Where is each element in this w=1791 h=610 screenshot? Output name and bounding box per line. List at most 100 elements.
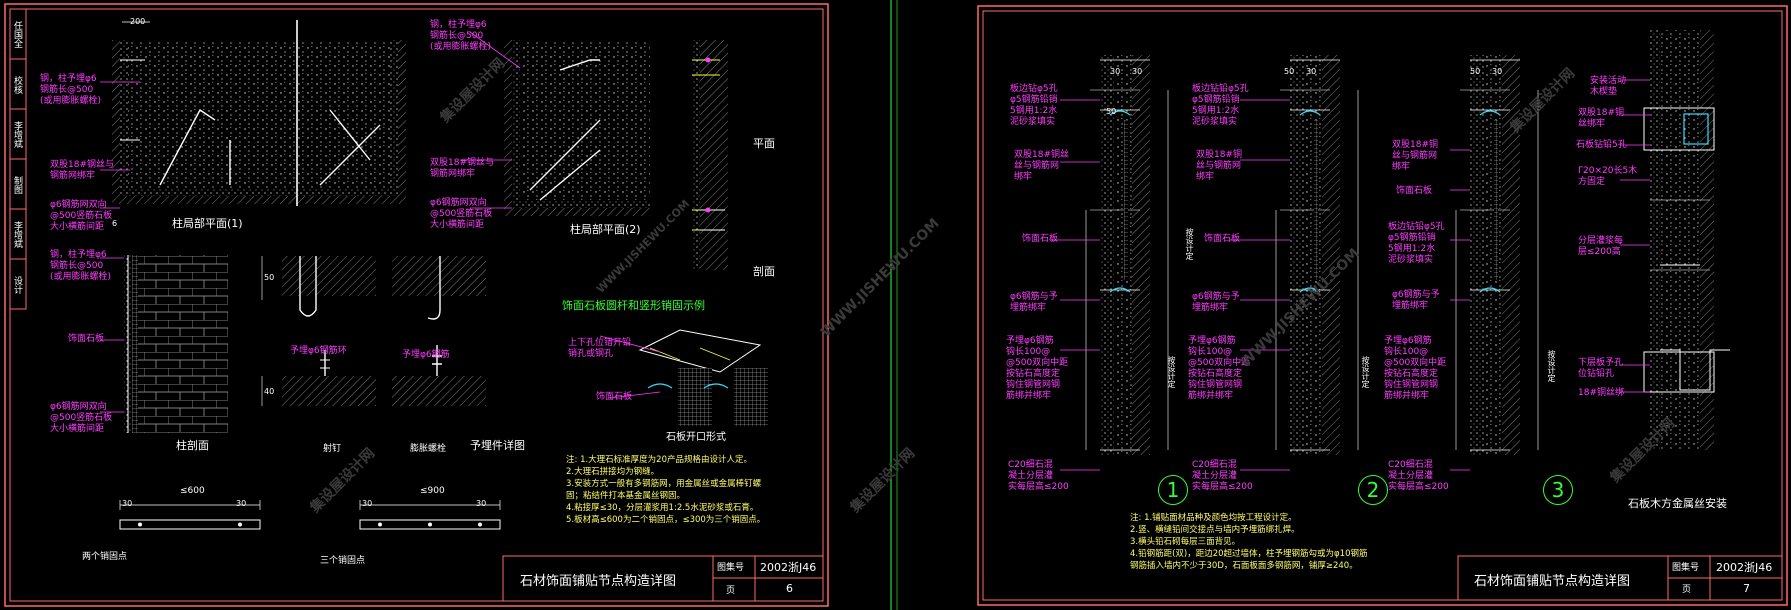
label-r7: 板边钻铅φ5孔 φ5钢筋铅销 5钢用1:2水 泥砂浆填实 bbox=[1192, 84, 1249, 127]
view-title-plan2: 柱局部平面(2) bbox=[570, 223, 641, 236]
page-label-right: 页 bbox=[1682, 585, 1692, 595]
label-r22: Γ20×20长5木 方固定 bbox=[1578, 166, 1638, 187]
dim-s7: 50 bbox=[1106, 107, 1117, 116]
label-j: 上下孔位错开铅 销孔或钢孔 bbox=[568, 338, 632, 359]
view-title-cut-form: 石板开口形式 bbox=[666, 432, 726, 443]
view-title-plan1: 柱局部平面(1) bbox=[172, 217, 243, 230]
view-title-three-pts: 三个销固点 bbox=[320, 556, 366, 566]
label-h: 饰面石板 bbox=[68, 334, 105, 344]
view-title-install: 石板木方金属丝安装 bbox=[1628, 497, 1727, 510]
dim-s4: 30 bbox=[1306, 67, 1317, 76]
embed-details bbox=[261, 256, 486, 406]
label-r17: 予埋φ6钢筋 钩长100@ @500双向中距 按钻石高度定 钩住钢管网钢 筋绑并… bbox=[1384, 336, 1447, 401]
label-r5: 予埋φ6钢筋 钩长100@ @500双向中距 按钻石高度定 钩住钢管网钢 筋绑并… bbox=[1006, 336, 1069, 401]
atlas-left: 2002浙J46 bbox=[760, 561, 817, 574]
view-title-section: 剖面 bbox=[753, 265, 775, 278]
side-tab-4: 李增斌 bbox=[12, 121, 22, 148]
label-r24: 下层板予孔 位钻铅孔 bbox=[1578, 358, 1624, 379]
label-f: φ6钢筋网双向 @500竖筋石板 大小横筋间距 bbox=[430, 198, 493, 230]
dim-d4: 40 bbox=[264, 387, 275, 396]
detail-number-3: 3 bbox=[1543, 475, 1573, 505]
atlas-label-right: 图集号 bbox=[1672, 563, 1700, 573]
wall-section-1 bbox=[1085, 55, 1169, 455]
view-title-flat: 平面 bbox=[753, 137, 775, 150]
dim-d3: 50 bbox=[264, 273, 275, 282]
dim-d6: ≤900 bbox=[420, 486, 445, 496]
label-r19: 安装活动 木楔垫 bbox=[1590, 76, 1627, 97]
dim-s2: 30 bbox=[1132, 67, 1143, 76]
dim-h1: 按设计定 bbox=[1167, 356, 1176, 388]
label-r10: φ6钢筋与予 埋筋绑牢 bbox=[1192, 292, 1240, 313]
notes-right: 注: 1.铺贴面材品种及颜色均按工程设计定。 2.竖、横缝铅间交接点与墙内予埋筋… bbox=[1130, 513, 1368, 571]
dim-s5: 50 bbox=[1470, 67, 1481, 76]
view-title-u-rod: 予埋φ6钢筋环 bbox=[290, 346, 347, 356]
atlas-label-left: 图集号 bbox=[717, 563, 745, 573]
dim-d5: ≤600 bbox=[180, 486, 205, 496]
label-r21: 石板钻铅5孔 bbox=[1576, 140, 1627, 150]
side-tab-2: 李增斌 bbox=[12, 221, 22, 248]
wall-section-3 bbox=[1455, 55, 1539, 455]
detail-number-1: 1 bbox=[1158, 475, 1188, 505]
leaders-right bbox=[1050, 79, 1650, 471]
title-block-left bbox=[502, 555, 824, 602]
view-title-two-pts: 两个销固点 bbox=[82, 552, 128, 562]
dim-d1: 200 bbox=[130, 17, 146, 26]
label-e: 双股18#钢丝与 钢筋网绑牢 bbox=[430, 158, 494, 179]
dim-d9: 30 bbox=[362, 499, 373, 508]
stone-cut-demo bbox=[638, 329, 768, 426]
detail-number-2: 2 bbox=[1358, 475, 1388, 505]
left-sheet-frame bbox=[4, 3, 829, 607]
install-detail bbox=[1643, 30, 1730, 450]
dim-d2: 6 bbox=[112, 219, 118, 228]
wall-section-2 bbox=[1275, 55, 1359, 455]
atlas-right: 2002浙J46 bbox=[1716, 561, 1773, 574]
title-left: 石材饰面铺贴节点构造详图 bbox=[520, 574, 677, 589]
label-r15: 板边钻铅φ5孔 φ5钢筋铅销 5钢用1:2水 泥砂浆填实 bbox=[1388, 222, 1445, 265]
view-title-nail: 射钉 bbox=[323, 444, 342, 454]
view-title-bolt: 膨胀螺栓 bbox=[410, 444, 447, 454]
dim-s6: 30 bbox=[1492, 67, 1503, 76]
page-right: 7 bbox=[1743, 582, 1750, 595]
side-tab-1: 设计 bbox=[12, 275, 22, 294]
fixing-strips bbox=[119, 500, 501, 530]
label-r6: C20细石混 凝土分层灌 实每层高≤200 bbox=[1008, 460, 1069, 492]
label-r25: 18#铜丝绑 bbox=[1578, 388, 1624, 398]
column-section bbox=[124, 255, 228, 433]
label-r12: C20细石混 凝土分层灌 实每层高≤200 bbox=[1192, 460, 1253, 492]
dim-d10: 30 bbox=[476, 499, 487, 508]
label-r13: 双股18#铜 丝与钢筋网 绑牢 bbox=[1392, 140, 1438, 172]
flat-section-strip bbox=[692, 40, 728, 270]
dim-s3: 50 bbox=[1284, 67, 1295, 76]
dim-h4: 按设计定 bbox=[1547, 350, 1556, 382]
label-r20: 双股18#铜 丝绑牢 bbox=[1578, 108, 1624, 129]
title-right: 石材饰面铺贴节点构造详图 bbox=[1474, 574, 1631, 589]
view-title-col-section: 柱剖面 bbox=[176, 439, 209, 452]
label-r2: 双股18#铜丝 丝与钢筋网 绑牢 bbox=[1014, 150, 1069, 182]
side-tab-5: 校核 bbox=[12, 75, 22, 94]
page-label-left: 页 bbox=[726, 586, 736, 596]
dim-h3: 按设计定 bbox=[1361, 356, 1370, 388]
dim-d8: 30 bbox=[236, 499, 247, 508]
label-r11: 予埋φ6钢筋 钩长100@ @500双向中距 按钻石高度定 钩住钢管网钢 筋绑并… bbox=[1188, 336, 1251, 401]
label-d: 钢，柱予埋φ6 钢筋长@500 (或用膨胀螺栓) bbox=[430, 20, 492, 52]
label-r18: C20细石混 凝土分层灌 实每层高≤200 bbox=[1388, 460, 1449, 492]
right-sheet-frame bbox=[977, 5, 1788, 606]
label-r8: 双股18#铜 丝与钢筋网 绑牢 bbox=[1196, 150, 1242, 182]
label-i: φ6钢筋网双向 @500竖筋石板 大小横筋间距 bbox=[50, 402, 113, 434]
dim-h2: 按设计定 bbox=[1185, 228, 1194, 260]
label-r1: 板边钻φ5孔 φ5钢筋铅销 5钢用1:2水 泥砂浆填实 bbox=[1010, 84, 1058, 127]
page-left: 6 bbox=[786, 582, 793, 595]
label-r23: 分层灌浆每 层≤200高 bbox=[1578, 236, 1624, 257]
leaders-left bbox=[100, 31, 661, 413]
label-r16: φ6钢筋与予 埋筋绑牢 bbox=[1392, 290, 1440, 311]
title-block-right bbox=[1457, 555, 1783, 601]
side-tab-3: 制图 bbox=[12, 175, 22, 194]
label-k: 饰面石板 bbox=[596, 392, 633, 402]
label-c: φ6钢筋网双向 @500竖筋石板 大小横筋间距 bbox=[50, 200, 113, 232]
dim-s1: 30 bbox=[1110, 67, 1121, 76]
view-title-hook: 予埋φ6钢筋 bbox=[402, 350, 450, 360]
label-a: 钢，柱予埋φ6 钢筋长@500 (或用膨胀螺栓) bbox=[40, 74, 102, 106]
wall-sections bbox=[1085, 55, 1539, 455]
view-title-embeds: 予埋件详图 bbox=[470, 439, 525, 452]
